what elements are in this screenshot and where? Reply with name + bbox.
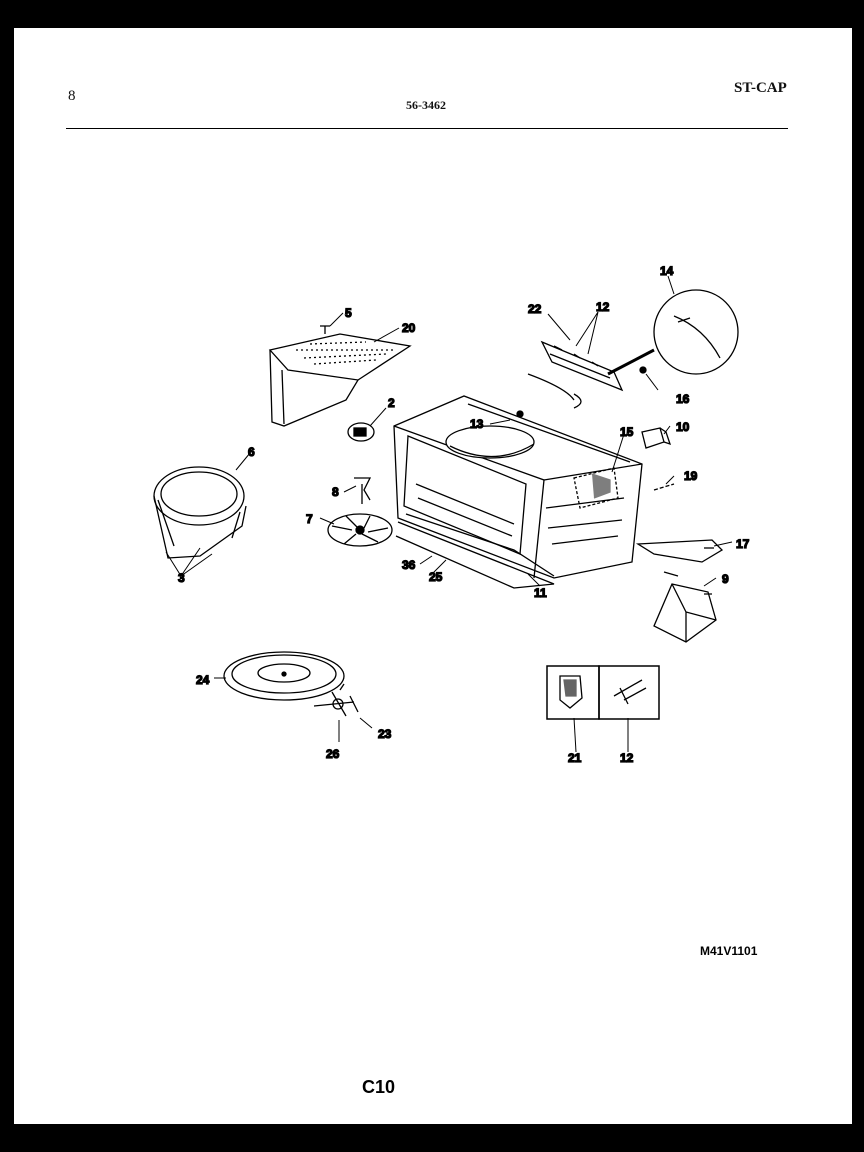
header-code: ST-CAP: [734, 80, 787, 96]
callout-2: 2: [388, 396, 395, 410]
callout-3: 3: [178, 571, 185, 585]
callout-22: 22: [528, 302, 542, 316]
callout-24: 24: [196, 673, 210, 687]
callout-17: 17: [736, 537, 750, 551]
part-number: 56-3462: [406, 98, 446, 112]
roller-support: [313, 683, 359, 717]
diagram-sheet: 8 56-3462 ST-CAP: [14, 28, 852, 1124]
small-fuse: [347, 422, 375, 442]
filter-bag: [153, 495, 247, 559]
air-duct: [653, 571, 717, 643]
oven-cabinet: [393, 395, 643, 589]
side-bracket: [635, 539, 724, 563]
top-cover-panel: [268, 333, 412, 427]
callout-25: 25: [429, 570, 443, 584]
callout-10: 10: [676, 420, 690, 434]
screw-16: [639, 366, 647, 374]
glass-tray: [223, 651, 345, 701]
callout-12-top: 12: [596, 300, 610, 314]
header-rule: [66, 128, 788, 129]
callout-16: 16: [676, 392, 690, 406]
screw: [320, 325, 330, 334]
model-number: M41V1101: [700, 944, 758, 958]
callout-19: 19: [684, 469, 698, 483]
callout-8: 8: [332, 485, 339, 499]
callout-21: 21: [568, 751, 582, 765]
leader-lines: [165, 275, 733, 753]
callout-labels: 5 20 2 6 3 8 7 36 25 11 13 15 22 12 14 1…: [177, 263, 750, 765]
inset-boxes: [546, 665, 660, 720]
page-code: C10: [362, 1077, 396, 1097]
latch-bracket: [527, 340, 655, 409]
stirrer-shaft: [354, 477, 372, 504]
detail-circle: [653, 289, 739, 375]
callout-9: 9: [722, 572, 729, 586]
callout-23: 23: [378, 727, 392, 741]
callout-13: 13: [470, 417, 484, 431]
callout-15: 15: [620, 425, 634, 439]
callout-12-bottom: 12: [620, 751, 634, 765]
stirrer-fan: [327, 513, 393, 547]
roller-ring: [153, 466, 245, 526]
callout-6: 6: [248, 445, 255, 459]
callout-14: 14: [660, 264, 674, 278]
callout-26: 26: [326, 747, 340, 761]
callout-11: 11: [534, 586, 547, 600]
callout-36: 36: [402, 558, 416, 572]
exploded-parts-diagram: 5 20 2 6 3 8 7 36 25 11 13 15 22 12 14 1…: [153, 263, 750, 766]
screw-19: [653, 483, 675, 491]
switch-part: [641, 427, 672, 449]
callout-7: 7: [306, 512, 313, 526]
callout-5: 5: [345, 306, 352, 320]
callout-20: 20: [402, 321, 416, 335]
page-number: 8: [68, 88, 76, 104]
